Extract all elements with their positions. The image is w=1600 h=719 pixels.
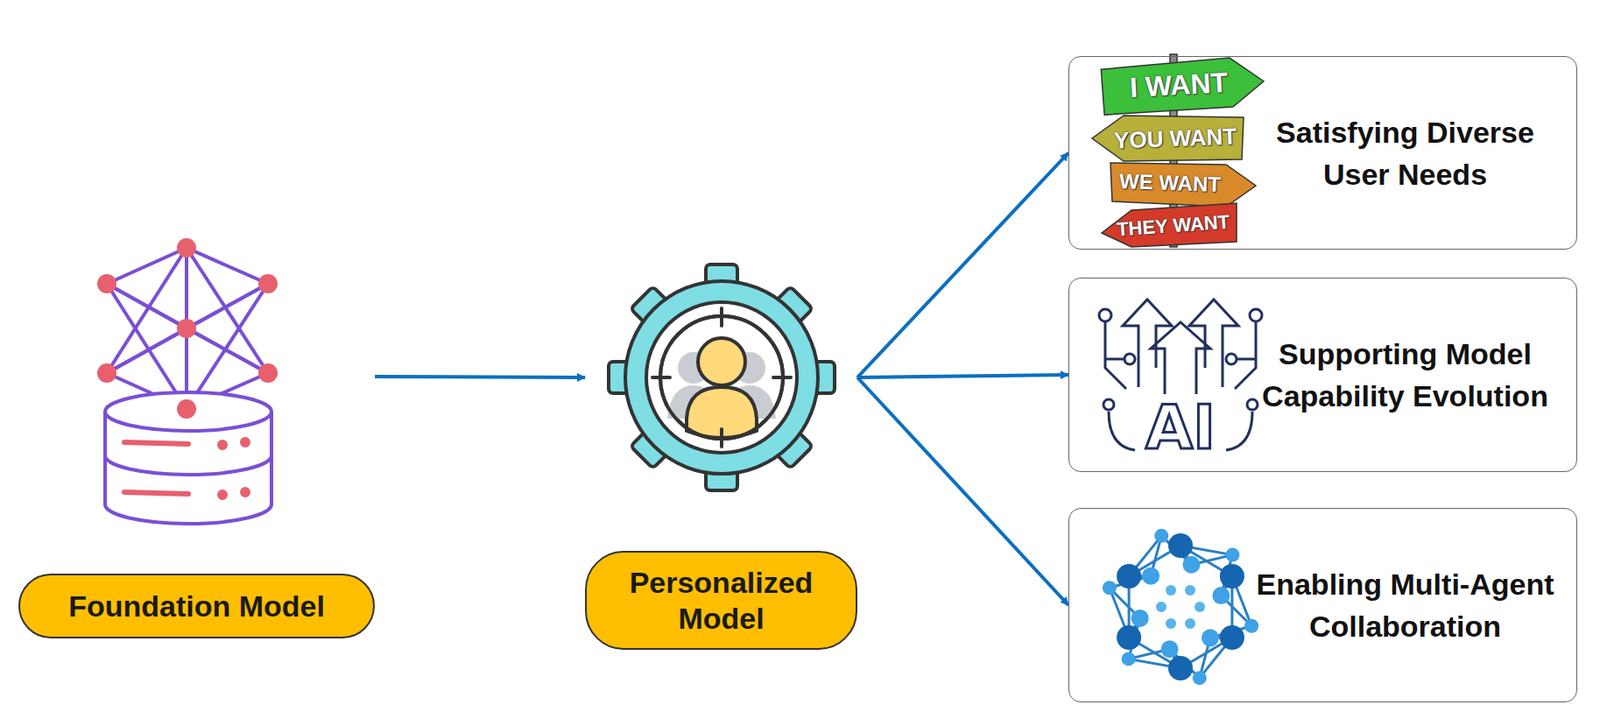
multi-agent-network-icon: [1102, 528, 1259, 685]
signpost-icon: [1092, 54, 1265, 247]
network-nodes: [97, 238, 278, 383]
outcome-title: Satisfying Diverse User Needs: [1244, 111, 1566, 196]
agent-dot: [1168, 533, 1193, 558]
agent-dot: [1141, 567, 1160, 586]
agent-dot: [1212, 586, 1230, 605]
outcome-text-holder: Satisfying Diverse User Needs: [1244, 111, 1566, 196]
agent-dot: [1219, 625, 1245, 650]
model-column: Foundation Model: [18, 236, 375, 639]
agent-dot: [1225, 548, 1240, 563]
agent-dot: [1155, 601, 1167, 613]
agent-dot: [1165, 618, 1177, 629]
flow-arrow: [374, 376, 586, 378]
outcome-box: Enabling Multi-Agent Collaboration: [1068, 507, 1578, 703]
agent-dot: [1154, 528, 1169, 543]
sign-text: I WANT: [1128, 68, 1229, 102]
agent-dot: [1116, 563, 1142, 589]
model-column: Personalized Model: [585, 262, 858, 650]
flow-arrow: [857, 374, 1069, 378]
outcome-title: Supporting Model Capability Evolution: [1244, 332, 1566, 417]
agent-dot: [1131, 609, 1149, 628]
model-label-pill: Foundation Model: [18, 573, 375, 639]
gear-icon: [608, 264, 835, 491]
model-name: Personalized Model: [612, 564, 832, 637]
database-icon: [105, 392, 272, 524]
agent-dot: [1184, 585, 1196, 596]
ai-letters: AI: [1145, 396, 1216, 459]
agent-dot: [1168, 655, 1193, 681]
flow-arrow: [857, 153, 1069, 379]
agent-dot: [1165, 585, 1177, 596]
outcome-text-holder: Supporting Model Capability Evolution: [1244, 332, 1566, 417]
agent-dot: [1116, 625, 1142, 650]
agent-dot: [1184, 618, 1196, 629]
outcome-title: Enabling Multi-Agent Collaboration: [1244, 563, 1566, 648]
agent-dot: [1182, 556, 1200, 574]
agent-dot: [1161, 640, 1179, 658]
outcome-text-holder: Enabling Multi-Agent Collaboration: [1244, 563, 1566, 648]
model-name: Foundation Model: [68, 588, 325, 625]
sign-text: WE WANT: [1119, 170, 1222, 196]
agent-dot: [1244, 619, 1259, 634]
neural-network-icon: [106, 247, 268, 409]
agent-dot: [1102, 580, 1117, 595]
agent-dot: [1219, 563, 1245, 589]
outcome-box: Supporting Model Capability Evolution: [1068, 277, 1578, 473]
model-label-pill: Personalized Model: [585, 550, 858, 650]
sign-text: YOU WANT: [1113, 125, 1238, 153]
agent-dot: [1194, 601, 1206, 613]
database-stripes: [124, 439, 248, 498]
agent-dot: [1121, 651, 1136, 666]
agent-dot: [1201, 628, 1220, 647]
flow-arrow: [857, 377, 1069, 606]
network-node: [176, 399, 197, 419]
person-icon: [652, 308, 791, 447]
agent-dot: [1192, 670, 1207, 685]
